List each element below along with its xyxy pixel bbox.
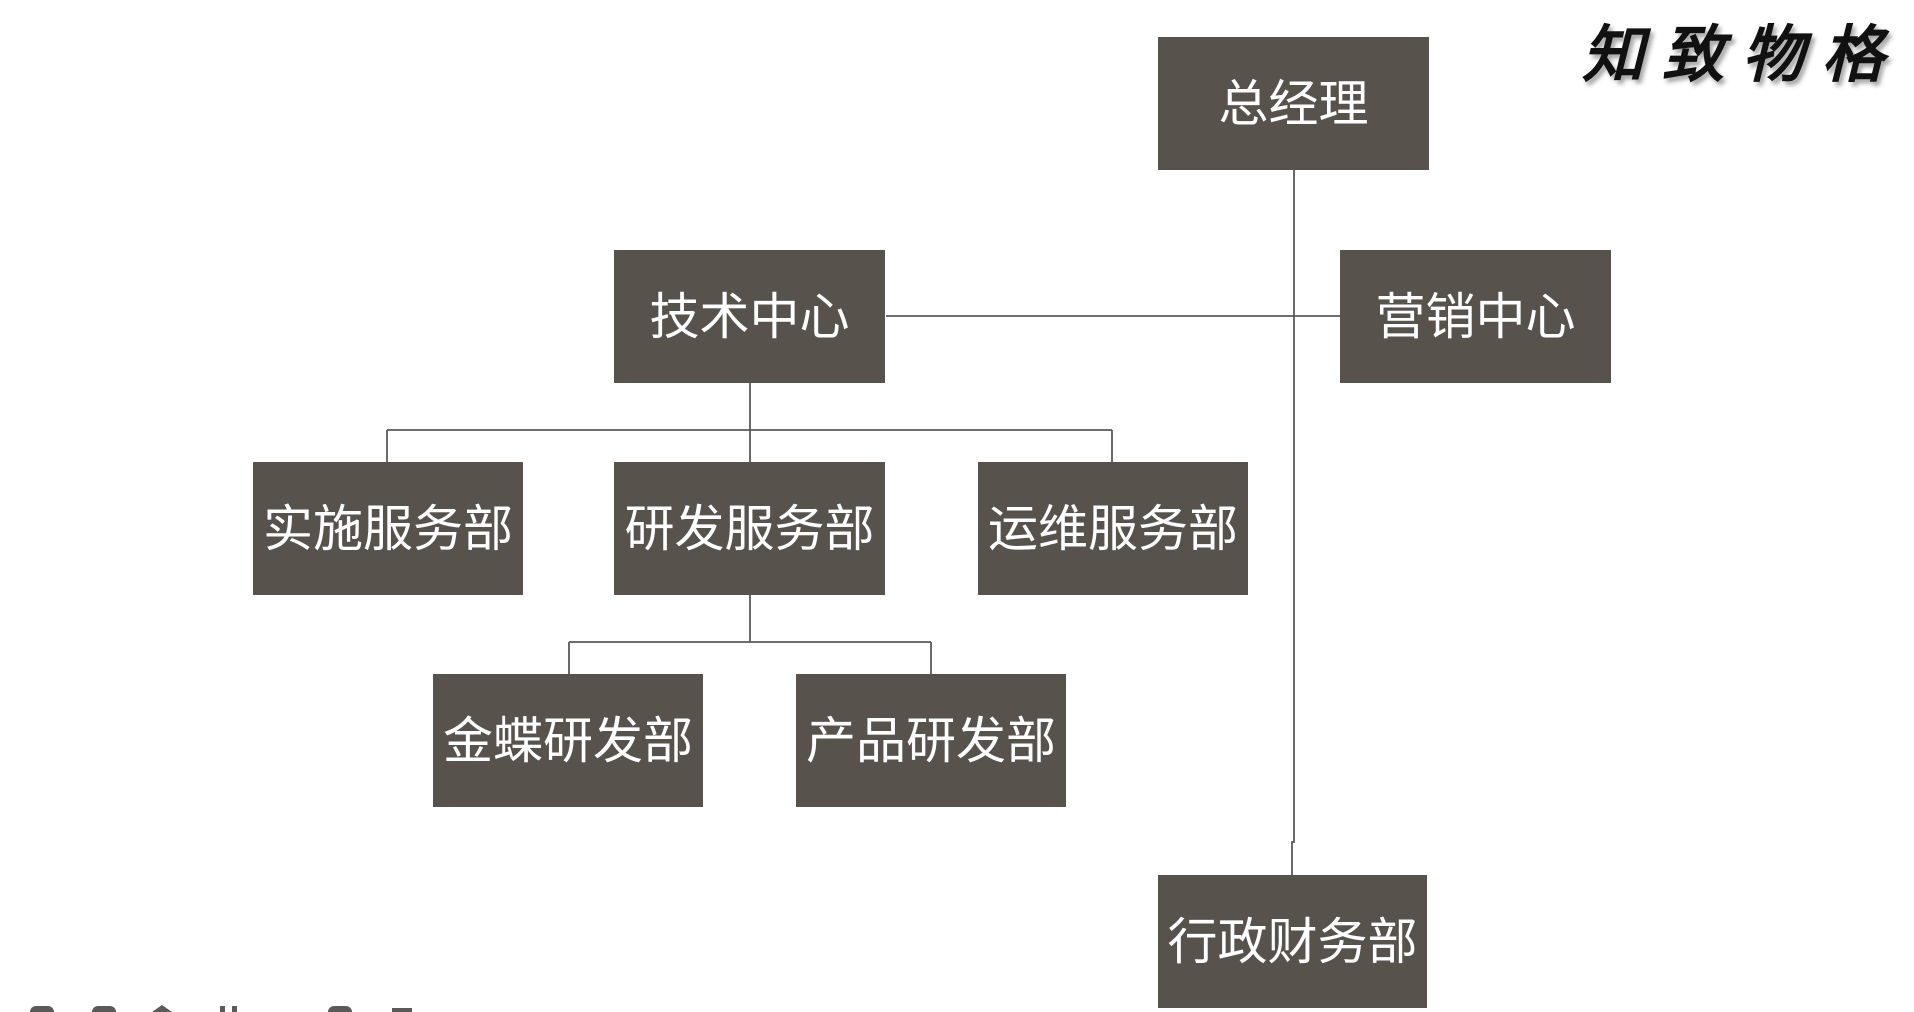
calligraphy-logo: 知致物格 [1581,18,1902,91]
org-node-implementation-dept: 实施服务部 [253,462,523,595]
cropped-footer-glyph [232,1006,237,1012]
cropped-footer-glyph [152,1005,172,1012]
cropped-footer-glyph [30,1006,54,1012]
cropped-footer-glyph [392,1008,412,1012]
org-node-general-manager: 总经理 [1158,37,1429,170]
org-node-kingdee-rd-dept: 金蝶研发部 [433,674,703,807]
org-node-marketing-center: 营销中心 [1340,250,1611,383]
org-node-product-rd-dept: 产品研发部 [796,674,1066,807]
org-node-rd-service-dept: 研发服务部 [614,462,885,595]
connector-gm-trunk [1291,170,1295,875]
cropped-footer-glyph [328,1006,352,1012]
org-node-admin-finance-dept: 行政财务部 [1158,875,1427,1008]
org-node-tech-center: 技术中心 [614,250,885,383]
cropped-footer-glyph [220,1006,225,1012]
cropped-footer-glyph [92,1006,116,1012]
org-node-operations-dept: 运维服务部 [978,462,1248,595]
